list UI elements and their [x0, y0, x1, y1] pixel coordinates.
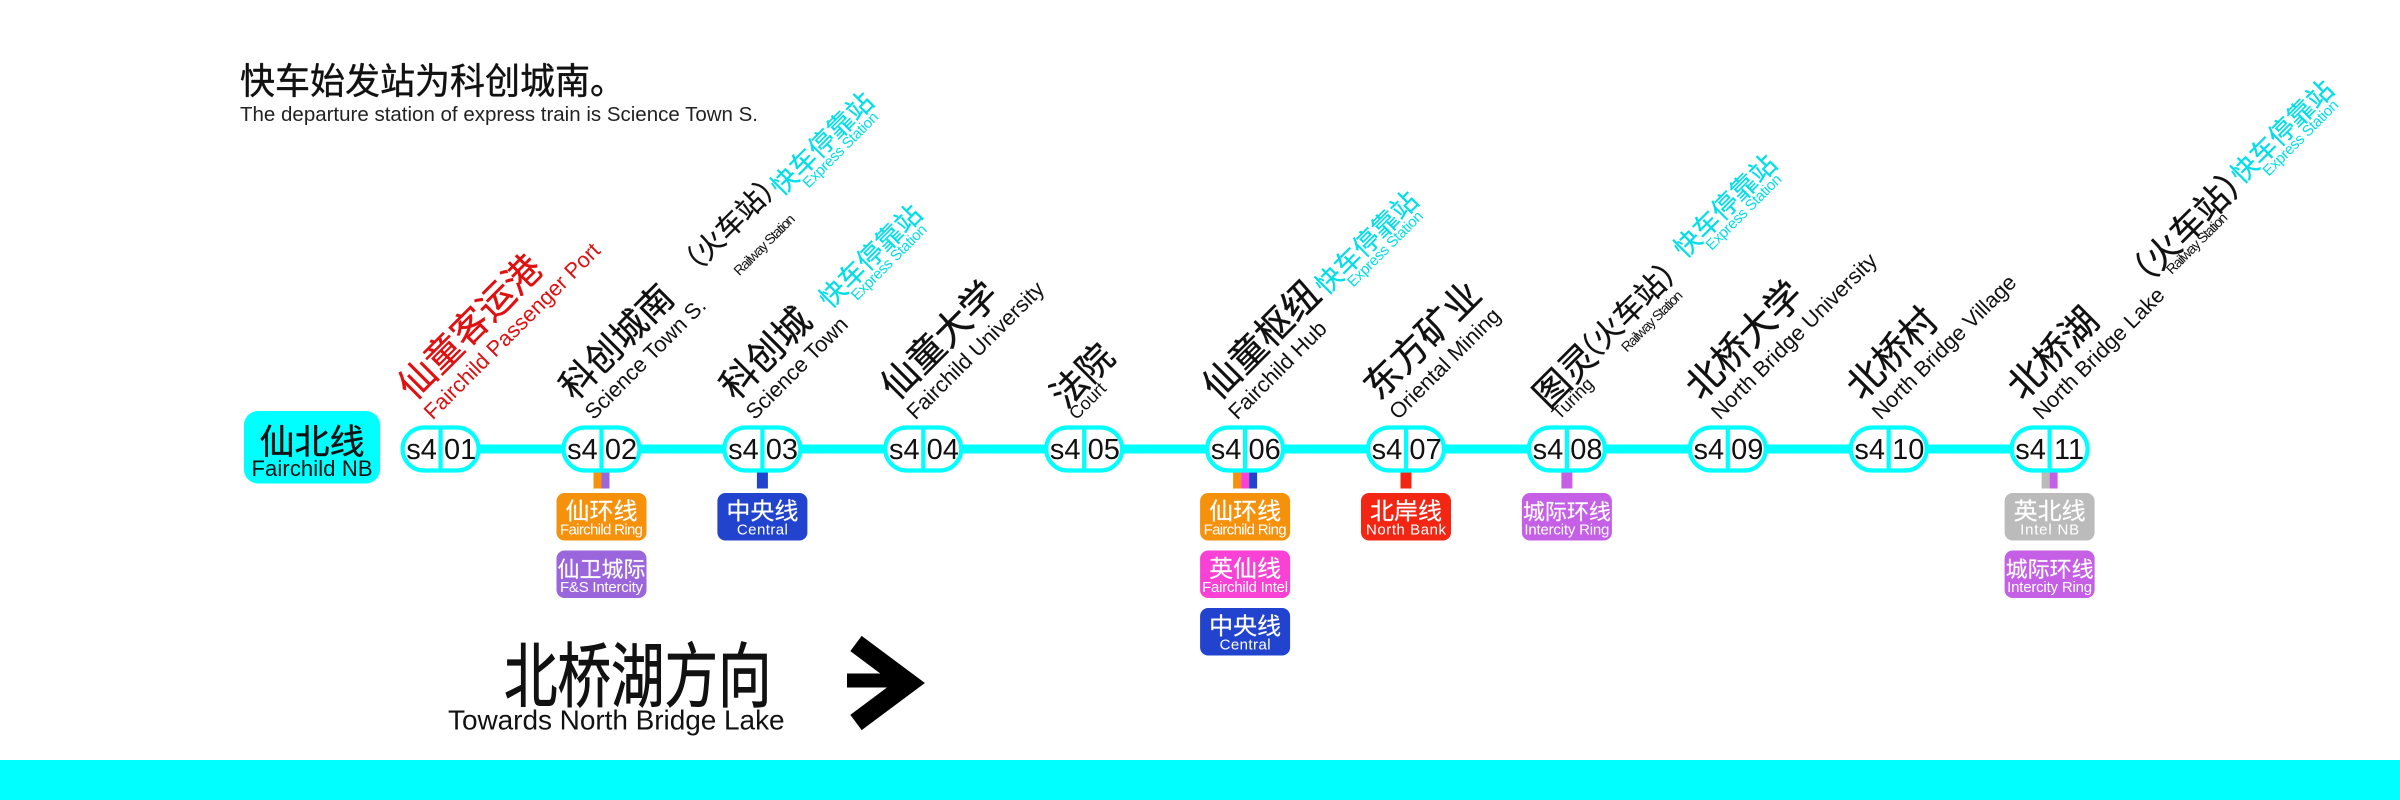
- svg-text:s4: s4: [1854, 434, 1885, 466]
- svg-text:Towards North Bridge Lake: Towards North Bridge Lake: [448, 705, 785, 736]
- svg-text:s4: s4: [1533, 434, 1564, 466]
- svg-text:08: 08: [1570, 434, 1602, 466]
- svg-text:05: 05: [1088, 434, 1120, 466]
- svg-text:North Bank: North Bank: [1366, 522, 1447, 539]
- svg-text:s4: s4: [2015, 434, 2046, 466]
- svg-text:01: 01: [444, 434, 476, 466]
- svg-text:s4: s4: [567, 434, 598, 466]
- svg-text:Intel NB: Intel NB: [2020, 522, 2079, 539]
- svg-text:Intercity Ring: Intercity Ring: [2007, 579, 2092, 596]
- svg-text:Intercity Ring: Intercity Ring: [1524, 522, 1609, 539]
- svg-text:s4: s4: [889, 434, 920, 466]
- svg-text:06: 06: [1248, 434, 1280, 466]
- svg-text:The departure station of expre: The departure station of express train i…: [240, 103, 758, 126]
- svg-text:s4: s4: [1693, 434, 1724, 466]
- svg-text:02: 02: [605, 434, 637, 466]
- svg-text:10: 10: [1892, 434, 1924, 466]
- svg-text:F&S Intercity: F&S Intercity: [560, 579, 644, 596]
- svg-text:09: 09: [1731, 434, 1763, 466]
- svg-text:s4: s4: [406, 434, 437, 466]
- svg-text:Central: Central: [737, 522, 788, 539]
- svg-text:s4: s4: [1211, 434, 1242, 466]
- svg-text:11: 11: [2054, 434, 2084, 466]
- svg-text:Fairchild Intel: Fairchild Intel: [1202, 579, 1288, 596]
- svg-text:04: 04: [927, 434, 959, 466]
- svg-text:Central: Central: [1220, 637, 1271, 654]
- svg-text:Fairchild Ring: Fairchild Ring: [560, 522, 643, 539]
- svg-text:07: 07: [1409, 434, 1441, 466]
- svg-text:03: 03: [766, 434, 798, 466]
- svg-text:Fairchild NB: Fairchild NB: [252, 456, 373, 481]
- svg-text:s4: s4: [1050, 434, 1081, 466]
- svg-text:Fairchild Ring: Fairchild Ring: [1204, 522, 1287, 539]
- svg-text:s4: s4: [1372, 434, 1403, 466]
- svg-text:s4: s4: [728, 434, 759, 466]
